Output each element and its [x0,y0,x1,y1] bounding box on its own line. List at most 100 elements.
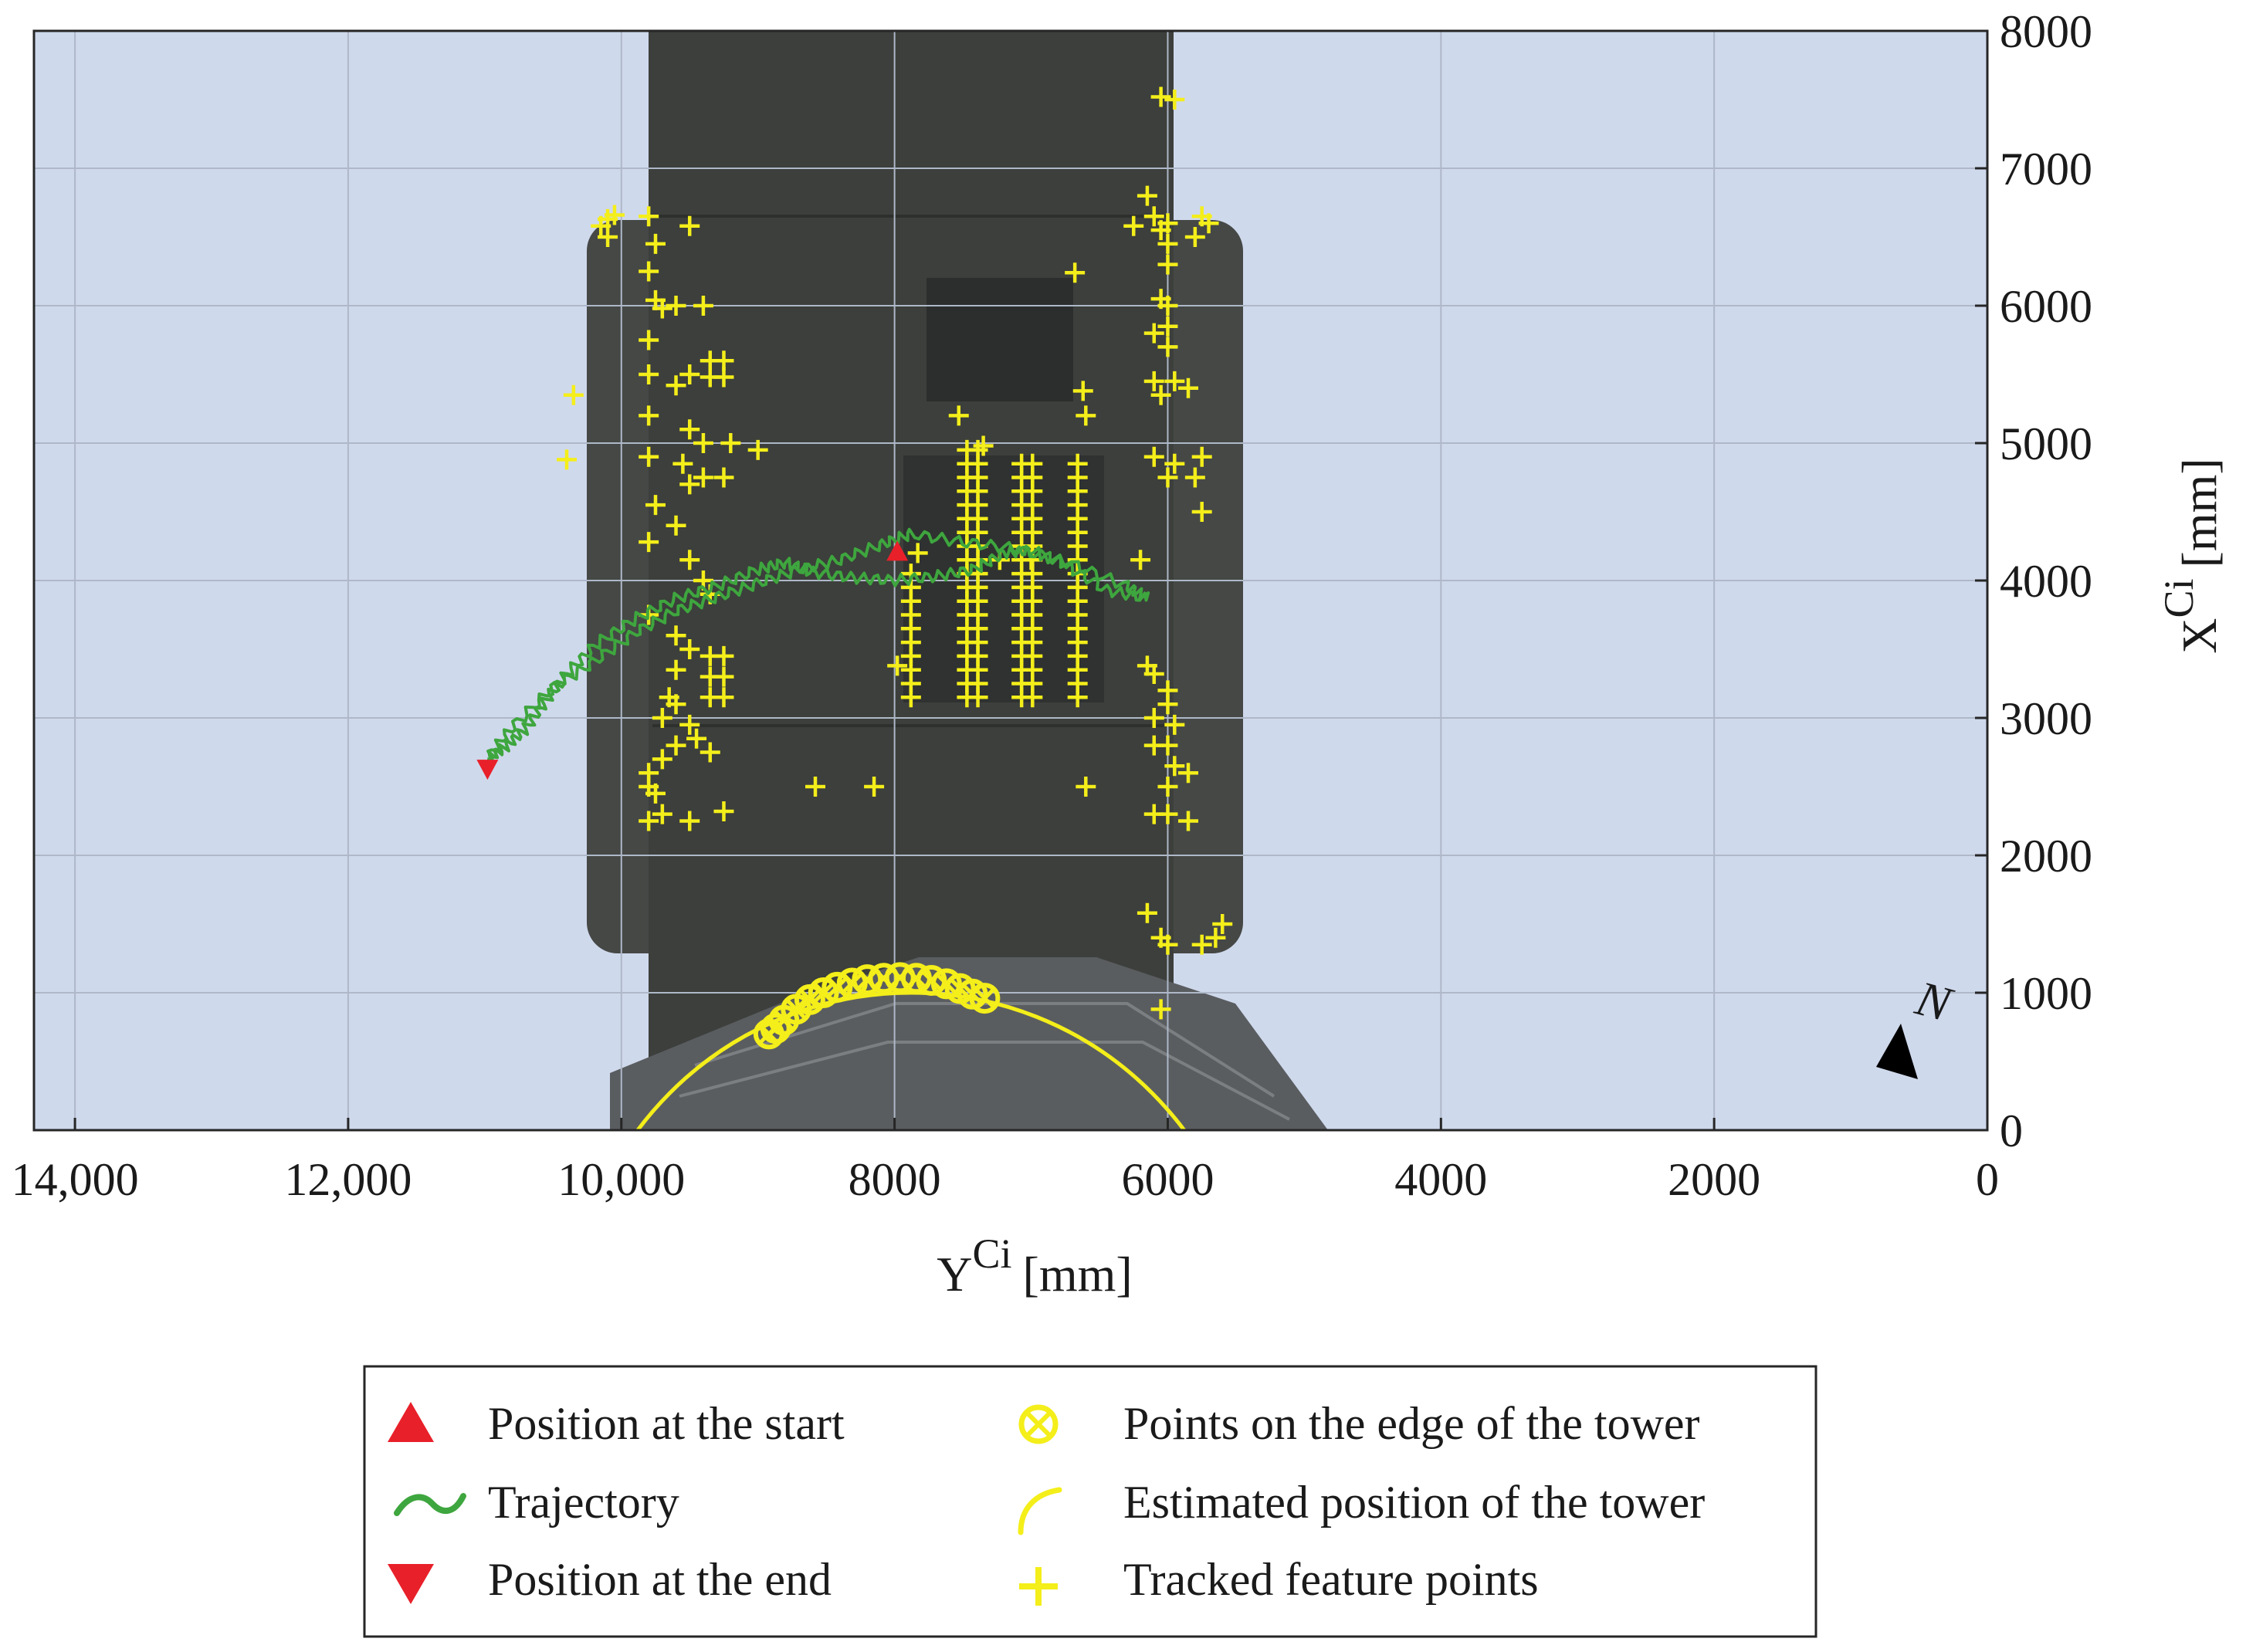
tracked-feature-point [1164,756,1185,777]
start-end-layer [476,540,909,780]
tracked-feature-point [1157,467,1178,488]
tracked-feature-point [679,714,700,735]
legend-box [363,1365,1817,1638]
y-tick-label: 2000 [2000,831,2092,882]
tracked-feature-point [639,811,659,831]
tower-edge-ring [930,968,962,1000]
start-position-marker [886,540,909,561]
tracked-feature-point [693,296,713,316]
x-tick-label: 14,000 [12,1154,139,1205]
tracked-feature-point [1150,384,1171,405]
x-tick-label: 2000 [1668,1154,1760,1205]
y-tick-label: 6000 [2000,281,2092,332]
tracked-feature-point [713,666,734,687]
tracked-feature-point [1067,453,1088,474]
legend-label: Points on the edge of the tower [1123,1398,1700,1449]
tracked-feature-point [747,439,768,460]
tracked-feature-point [1065,262,1086,283]
x-axis-unit: [mm] [1023,1247,1133,1302]
legend-tracked-icon [1019,1567,1058,1606]
legend-label: Position at the start [488,1398,845,1449]
tracked-feature-point [713,367,734,388]
tracked-feature-point [1157,804,1178,824]
tower-edge-cross [974,987,995,1009]
tracked-feature-point [591,215,611,236]
tracked-feature-point [686,728,707,749]
tracked-feature-point [563,384,584,405]
y-tick-label: 5000 [2000,418,2092,469]
tracked-feature-point [693,433,713,453]
tracked-feature-point [639,405,659,426]
tracked-feature-point [693,467,713,488]
tracked-feature-point [948,405,969,426]
tracked-feature-point [666,296,686,316]
tracked-feature-point [639,206,659,227]
tracked-feature-point [1137,902,1157,923]
tracked-feature-point [1191,502,1212,522]
tracked-feature-point [679,419,700,440]
x-tick-label: 8000 [849,1154,941,1205]
tracked-feature-point [1157,233,1178,254]
y-axis-title: XCi[mm] [2156,458,2227,653]
tracked-feature-point [1157,254,1178,275]
x-axis-title: YCi[mm] [937,1231,1132,1302]
tracked-feature-point [700,742,720,763]
tracked-feature-point [1143,446,1164,467]
tower-edge-ring [808,977,839,1008]
tower-edge-ring [760,1013,791,1044]
tracked-feature-point [1143,206,1164,227]
tracked-feature-point [1157,337,1178,357]
tracked-feature-point [1184,467,1205,488]
tracked-feature-point [1143,708,1164,728]
tracked-feature-point [1178,377,1198,398]
y-axis-superscript: Ci [2156,578,2202,618]
tower-edge-cross [785,999,807,1020]
north-arrow-icon [1876,1024,1918,1079]
tracked-feature-point [666,735,686,756]
tracked-feature-point [652,298,672,319]
tracked-feature-point [679,474,700,495]
tracked-feature-point [1157,777,1178,797]
tracked-feature-point [1130,550,1151,570]
tracked-feature-point [713,801,734,822]
tracked-feature-point [1164,453,1185,474]
tracked-feature-point [652,804,672,824]
tracked-feature-point [1143,735,1164,756]
tracked-feature-point [645,495,666,516]
tracked-feature-point [1157,316,1178,337]
tracked-feature-point [1205,927,1226,948]
tracked-feature-point [864,777,885,797]
tracked-feature-point [1143,664,1164,685]
grid-lines [34,31,1987,1130]
legend-label: Tracked feature points [1123,1554,1539,1605]
tracked-feature-point [1143,371,1164,391]
trajectory-line [486,527,1150,764]
end-position-marker [476,760,499,780]
tower-edge-ring [969,983,1001,1014]
x-tick-label: 0 [1976,1154,1999,1205]
tracked-feature-point [639,261,659,282]
tracked-feature-point [1143,323,1164,344]
tracked-feature-point [1150,999,1171,1020]
legend-end-icon [388,1564,434,1604]
tracked-feature-point [1150,220,1171,241]
tracked-feature-point [679,364,700,384]
tracked-feature-point [907,543,928,564]
tracked-feature-point [1022,453,1043,474]
tracked-feature-point [679,811,700,831]
y-tick-label: 7000 [2000,144,2092,195]
tracked-feature-point [557,449,577,470]
tracked-feature-point [1198,213,1219,234]
legend-label: Estimated position of the tower [1123,1477,1705,1528]
tracked-feature-point [1212,914,1233,934]
tracked-feature-point [666,515,686,536]
tracked-feature-point [1072,381,1093,401]
tracked-feature-point [720,433,741,453]
tracked-feature-point [887,655,908,676]
tracked-feature-point [713,467,734,488]
tracked-feature-point [679,639,700,659]
tracked-feature-point [598,227,618,247]
tracked-feature-point [666,694,686,715]
